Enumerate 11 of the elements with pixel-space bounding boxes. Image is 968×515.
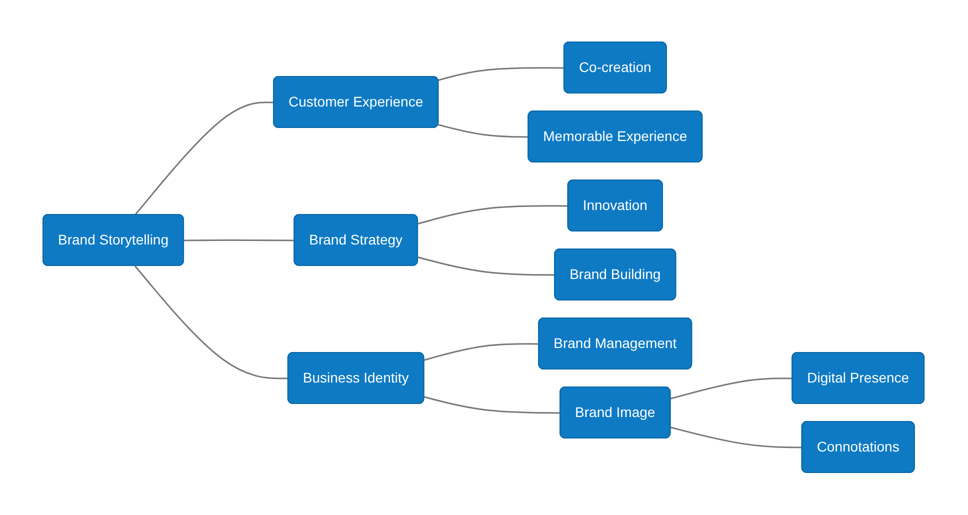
connector (134, 266, 289, 380)
connector (438, 67, 565, 82)
connector (418, 256, 556, 276)
connector (671, 426, 803, 448)
connector (184, 240, 296, 242)
connector (134, 102, 274, 216)
connector (424, 396, 562, 414)
connector (438, 124, 530, 138)
connector (424, 343, 540, 362)
connector (670, 378, 794, 400)
connector (418, 205, 569, 225)
